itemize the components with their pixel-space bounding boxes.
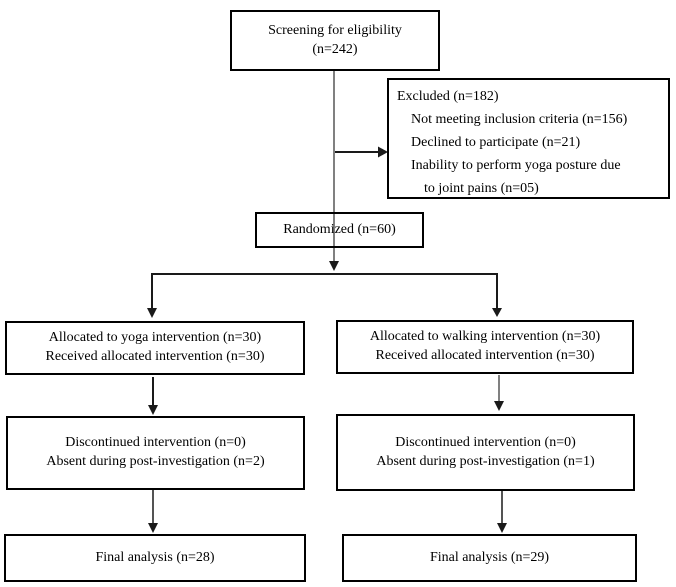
allocation-yoga-line2: Received allocated intervention (n=30) — [45, 349, 265, 364]
screening-line2: (n=242) — [312, 41, 358, 57]
followup-walking-line2: Absent during post-investigation (n=1) — [376, 453, 595, 469]
box-screening: Screening for eligibility (n=242) — [230, 10, 440, 71]
excluded-reason-3: Inability to perform yoga posture due — [411, 158, 621, 173]
final-walking-line1: Final analysis (n=29) — [429, 549, 550, 565]
excluded-reason-1: Not meeting inclusion criteria (n=156) — [411, 112, 628, 127]
allocation-walking-line1: Allocated to walking intervention (n=30) — [369, 329, 601, 345]
arrow-walking-allocation-to-followup — [494, 375, 504, 411]
box-final-yoga: Final analysis (n=28) — [4, 534, 306, 582]
box-followup-yoga: Discontinued intervention (n=0) Absent d… — [6, 416, 305, 490]
excluded-title: Excluded (n=182) — [397, 89, 499, 104]
arrow-to-excluded — [335, 146, 388, 158]
allocation-yoga-line1: Allocated to yoga intervention (n=30) — [48, 330, 262, 346]
followup-yoga-line1: Discontinued intervention (n=0) — [65, 435, 246, 451]
excluded-reason-2: Declined to participate (n=21) — [411, 135, 581, 150]
arrow-walking-followup-to-final — [497, 491, 507, 533]
followup-yoga-line2: Absent during post-investigation (n=2) — [46, 454, 265, 469]
box-randomized: Randomized (n=60) — [255, 212, 424, 248]
box-allocation-walking: Allocated to walking intervention (n=30)… — [336, 320, 634, 374]
allocation-walking-line2: Received allocated intervention (n=30) — [375, 348, 595, 363]
box-followup-walking: Discontinued intervention (n=0) Absent d… — [336, 414, 635, 491]
screening-line1: Screening for eligibility — [268, 22, 402, 38]
final-yoga-line1: Final analysis (n=28) — [95, 549, 215, 565]
box-final-walking: Final analysis (n=29) — [342, 534, 637, 582]
arrow-yoga-allocation-to-followup — [148, 377, 158, 415]
followup-walking-line1: Discontinued intervention (n=0) — [395, 434, 576, 450]
arrow-yoga-followup-to-final — [148, 490, 158, 533]
branch-randomized-to-arms — [147, 273, 502, 318]
box-allocation-yoga: Allocated to yoga intervention (n=30) Re… — [5, 321, 305, 375]
excluded-reason-3-cont: to joint pains (n=05) — [424, 181, 539, 196]
box-excluded: Excluded (n=182) Not meeting inclusion c… — [387, 78, 670, 199]
randomized-line1: Randomized (n=60) — [283, 221, 396, 237]
